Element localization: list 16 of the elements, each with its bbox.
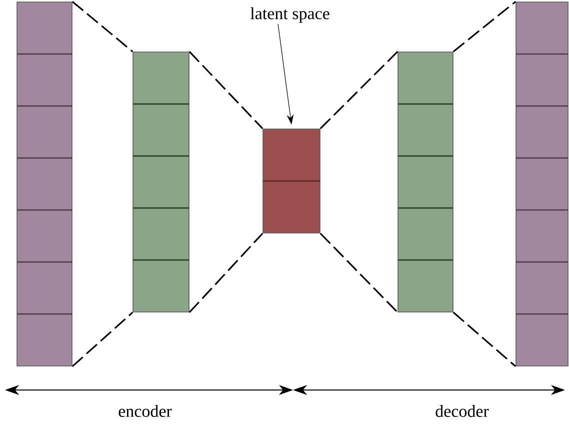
layer-column <box>16 2 72 366</box>
layer-column <box>398 52 454 312</box>
annotation-text: latent space <box>250 7 330 23</box>
dashed-line <box>320 51 398 130</box>
layer-column <box>132 52 190 312</box>
dashed-line <box>188 51 264 130</box>
dimension-label: encoder <box>118 405 172 417</box>
dashed-line <box>320 232 398 313</box>
dashed-line <box>72 312 134 367</box>
dashed-line <box>452 312 516 367</box>
dimension-label: decoder <box>436 405 489 417</box>
dashed-line <box>452 0 516 52</box>
dashed-line <box>188 232 264 313</box>
layer-column <box>516 2 568 366</box>
layer-column <box>262 128 320 234</box>
dashed-line <box>72 0 134 52</box>
